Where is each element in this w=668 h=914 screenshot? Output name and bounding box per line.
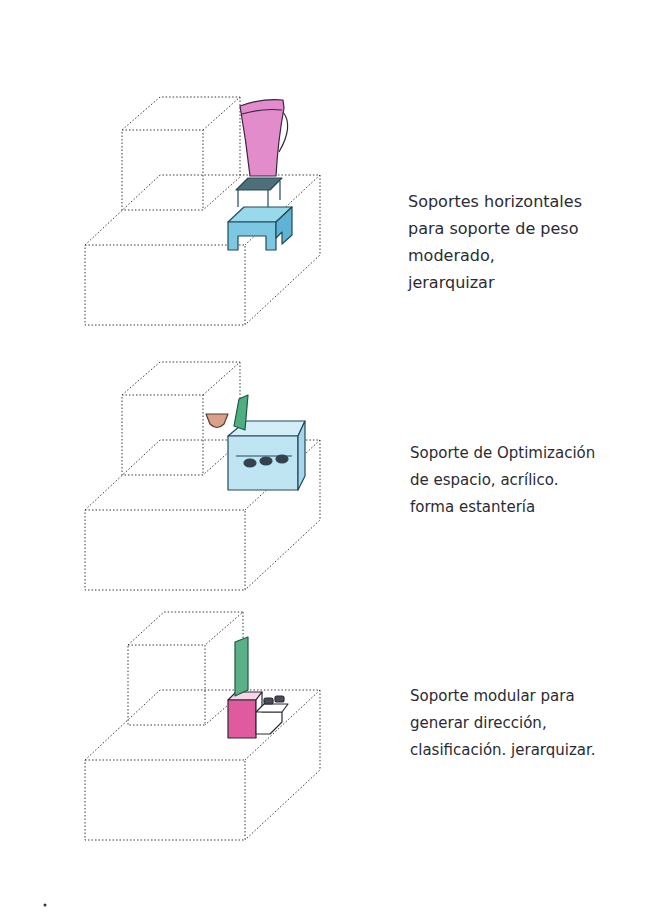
- block-top: [85, 690, 320, 760]
- step-top: [256, 704, 288, 712]
- block-side: [245, 440, 320, 590]
- cube-front: [122, 395, 203, 475]
- leaf: [234, 395, 248, 430]
- stand-legs: [238, 181, 280, 207]
- block-front: [85, 760, 245, 840]
- block-side: [245, 175, 320, 325]
- cube-front: [128, 645, 205, 725]
- acrylic-shelf: [206, 395, 305, 490]
- jug-handle: [279, 112, 288, 152]
- stepped-block: [85, 612, 320, 840]
- block-side: [245, 690, 320, 840]
- glasses: [276, 455, 288, 463]
- annotation-note: Soportes horizontales para soporte de pe…: [408, 188, 586, 296]
- glasses: [275, 696, 284, 702]
- glasses: [260, 457, 272, 465]
- bowl: [206, 414, 228, 428]
- cube-top: [122, 97, 240, 130]
- shelf-front: [228, 436, 298, 490]
- block-front: [85, 245, 245, 325]
- annotation-note: Soporte de Optimización de espacio, acrí…: [410, 440, 600, 521]
- block-front: [85, 510, 245, 590]
- jug-rim: [242, 110, 282, 115]
- panel: [235, 637, 248, 696]
- cube-top: [122, 362, 240, 395]
- annotation-note: Soporte modular para generar dirección, …: [410, 683, 605, 764]
- stepped-block: [85, 362, 320, 590]
- bench-front: [228, 222, 276, 250]
- cube-front: [122, 130, 203, 210]
- module-front: [228, 700, 256, 738]
- shelf-side: [298, 421, 305, 490]
- glasses: [244, 459, 256, 467]
- stand-top: [236, 178, 282, 190]
- bench-side: [276, 207, 292, 244]
- jug: [240, 100, 284, 176]
- modular-support: [228, 637, 288, 738]
- glasses: [264, 698, 273, 704]
- cube-top: [128, 612, 243, 645]
- horizontal-support: [228, 100, 292, 250]
- pen-dot: [44, 904, 47, 907]
- stepped-block: [85, 97, 320, 325]
- cube-side: [203, 97, 240, 210]
